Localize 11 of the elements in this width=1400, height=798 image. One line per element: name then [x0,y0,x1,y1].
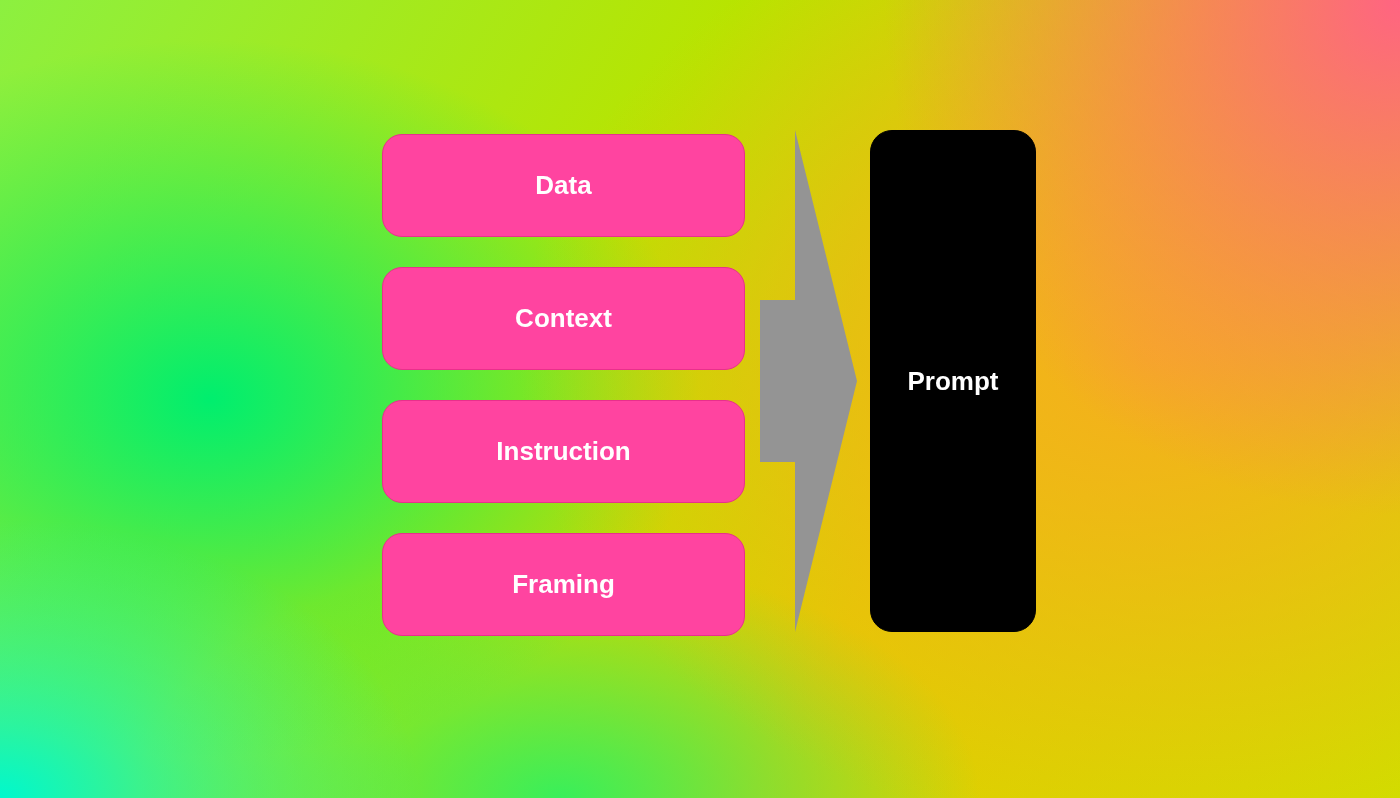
box-label: Framing [512,569,615,600]
box-label: Data [535,170,592,201]
box-label: Prompt [907,365,999,397]
process-box [382,533,745,636]
block-arrow [760,130,857,632]
box-label: Instruction [496,436,631,467]
box-label: Context [515,303,612,334]
process-box [382,400,745,503]
process-box [382,134,745,237]
process-box [382,267,745,370]
output-box [870,130,1036,632]
